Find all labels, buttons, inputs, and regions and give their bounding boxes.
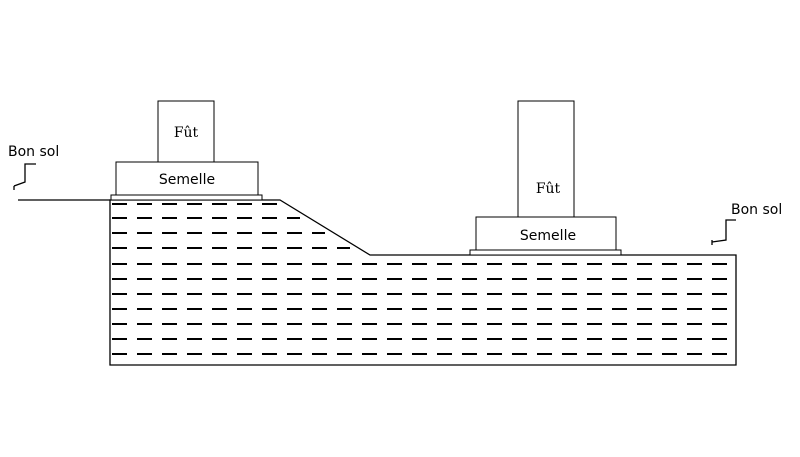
- right-footing-label: Semelle: [520, 228, 576, 244]
- level-marker-symbol: [711, 219, 736, 243]
- left-ground-label: Bon sol: [8, 144, 59, 160]
- left-column-label: Fût: [174, 125, 199, 141]
- right-footing-group: Semelle Fût: [469, 100, 622, 256]
- left-level-marker: Bon sol: [8, 144, 59, 190]
- soil-hatching: [112, 203, 734, 355]
- level-marker-symbol: [13, 163, 36, 187]
- right-ground-label: Bon sol: [731, 202, 782, 218]
- left-column: [157, 100, 215, 163]
- right-footing: [475, 216, 617, 251]
- right-column-label: Fût: [536, 181, 561, 197]
- left-footing: [115, 161, 259, 196]
- right-column: [517, 100, 575, 218]
- right-base-plate: [469, 249, 622, 256]
- left-footing-group: Semelle Fût: [110, 100, 263, 201]
- soil-outline: [109, 199, 737, 366]
- right-level-marker: Bon sol: [711, 202, 782, 245]
- left-base-plate: [110, 194, 263, 201]
- left-footing-label: Semelle: [159, 172, 215, 188]
